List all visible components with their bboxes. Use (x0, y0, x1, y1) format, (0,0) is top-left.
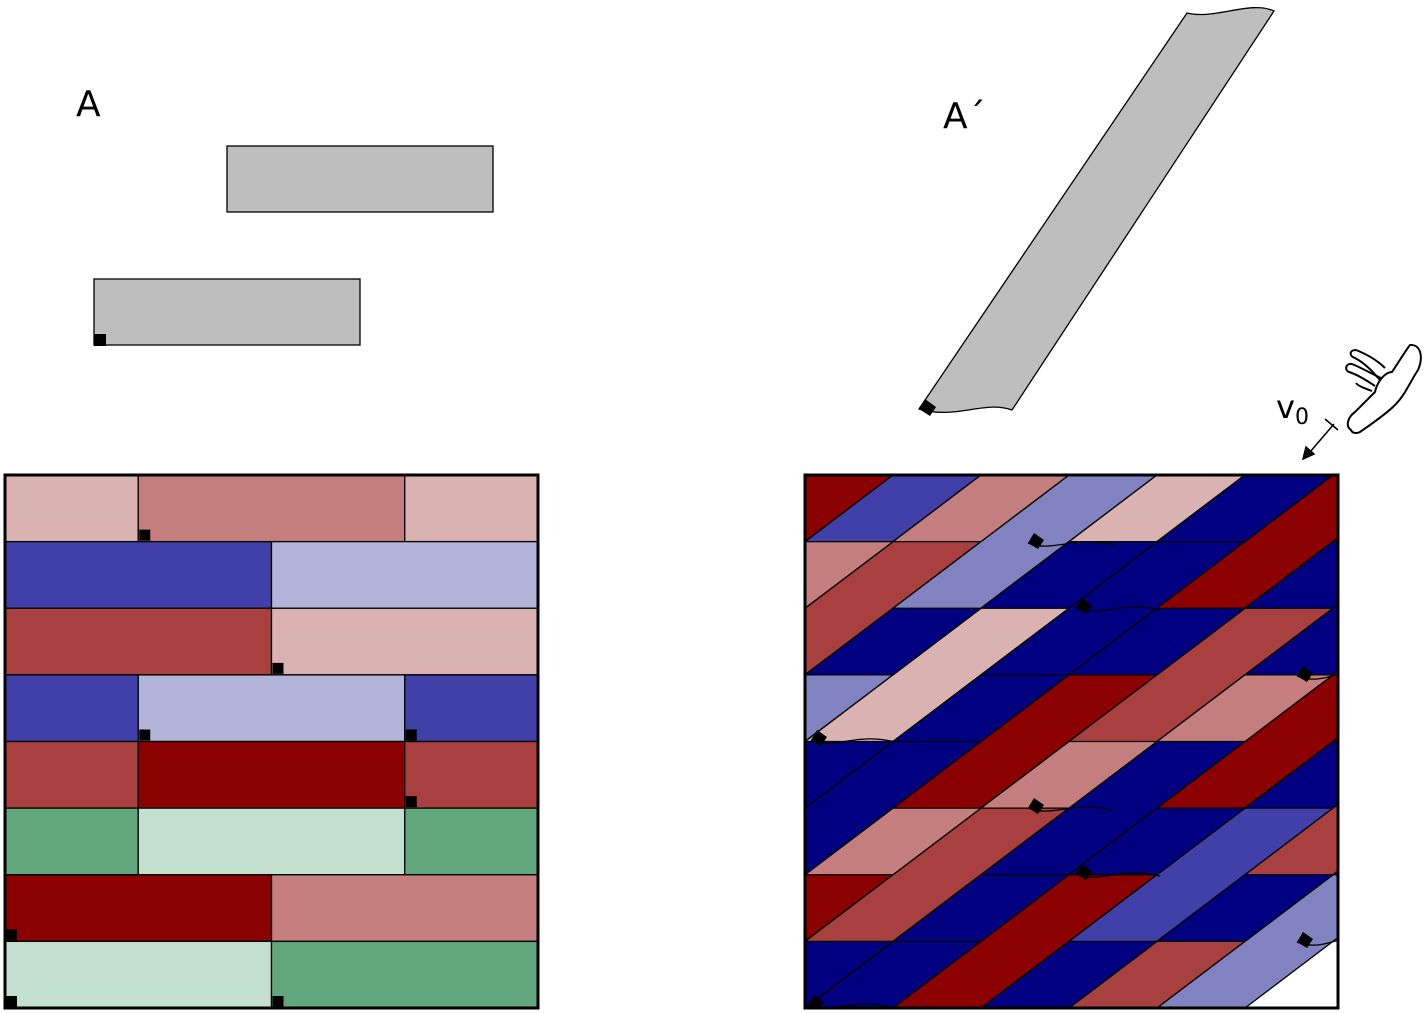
sheared-tile-segment (1331, 870, 1338, 876)
brick-tile (404, 740, 538, 809)
square-marker-icon (272, 996, 284, 1007)
brick-tile (5, 740, 139, 809)
square-marker-icon (1076, 598, 1092, 614)
sheared-tile-segment (891, 475, 1071, 543)
gray-tile-upper (226, 145, 494, 213)
square-marker-icon (405, 796, 417, 808)
square-marker-icon (1028, 533, 1044, 549)
sheared-tile-segment (805, 475, 807, 476)
sheared-tile-segment (1067, 607, 1247, 676)
square-marker-icon (1028, 798, 1044, 814)
sheared-tile-segment (805, 940, 895, 1008)
sheared-tile-segment (541, 608, 717, 675)
tiling-left-border (3, 473, 540, 1010)
sheared-tile-segment (805, 674, 807, 676)
sheared-tile-segment (805, 607, 983, 676)
square-marker-icon (808, 995, 824, 1008)
sheared-tile-segment (979, 940, 1159, 1008)
brick-tile (5, 674, 139, 743)
tiling-left (5, 475, 538, 1008)
brick-tile (5, 807, 139, 876)
square-marker-icon (94, 334, 106, 346)
arrow-down-left-icon (1301, 418, 1339, 461)
panel-label-a: A (76, 84, 101, 125)
square-marker-icon (811, 730, 827, 746)
brick-tile (270, 874, 538, 943)
brick-tile (404, 475, 538, 543)
square-marker-icon (1297, 666, 1313, 682)
sheared-tile-segment (541, 808, 717, 875)
pointing-hand-icon (1345, 343, 1422, 435)
sheared-tile-segment (891, 674, 1071, 743)
sheared-tile-segment (1155, 475, 1335, 543)
sheared-tile-segment (1155, 874, 1335, 943)
gray-tile-sheared (917, 7, 1275, 413)
brick-tile (137, 740, 406, 809)
brick-tile (270, 607, 538, 676)
sheared-tile-segment (1243, 540, 1338, 609)
square-marker-icon (1297, 932, 1313, 948)
sheared-tile-segment (891, 874, 1071, 943)
brick-tile (5, 874, 273, 943)
square-marker-icon (1076, 864, 1092, 880)
tiling-right-border (803, 473, 1340, 1010)
tiling-right (541, 475, 1425, 1008)
gray-tile-lower (93, 278, 361, 346)
brick-tile (404, 807, 538, 876)
sheared-tile-segment (805, 807, 983, 876)
square-marker-icon (405, 729, 417, 741)
brick-tile (270, 940, 538, 1008)
velocity-subscript: 0 (1295, 405, 1309, 430)
sheared-tile-segment (1421, 475, 1425, 542)
tile-pair-a (93, 145, 494, 346)
square-marker-icon (919, 399, 936, 416)
brick-tile (5, 540, 273, 609)
brick-tile (5, 607, 273, 676)
square-marker-icon (6, 996, 17, 1007)
brick-tile (5, 940, 273, 1008)
brick-tile (137, 674, 406, 743)
sheared-tile-segment (1243, 740, 1338, 809)
square-marker-icon (139, 729, 151, 741)
sheared-tile-a-prime (917, 7, 1275, 416)
sheared-tile-segment (805, 740, 895, 809)
panel-label-a-prime: A´ (943, 96, 986, 137)
brick-tile (137, 475, 406, 543)
brick-tile (5, 475, 139, 543)
brick-tile (270, 540, 538, 609)
sheared-tile-segment (1331, 670, 1338, 676)
sheared-tile-segment (805, 874, 807, 876)
sheared-tile-segment (1421, 675, 1425, 742)
brick-tile (404, 674, 538, 743)
sheared-tile-segment (979, 540, 1159, 609)
square-marker-icon (272, 662, 284, 674)
sheared-tile-segment (805, 540, 895, 609)
square-marker-icon (6, 929, 17, 941)
velocity-label: v0 (1276, 388, 1309, 430)
brick-tile (137, 807, 406, 876)
square-marker-icon (139, 529, 151, 541)
